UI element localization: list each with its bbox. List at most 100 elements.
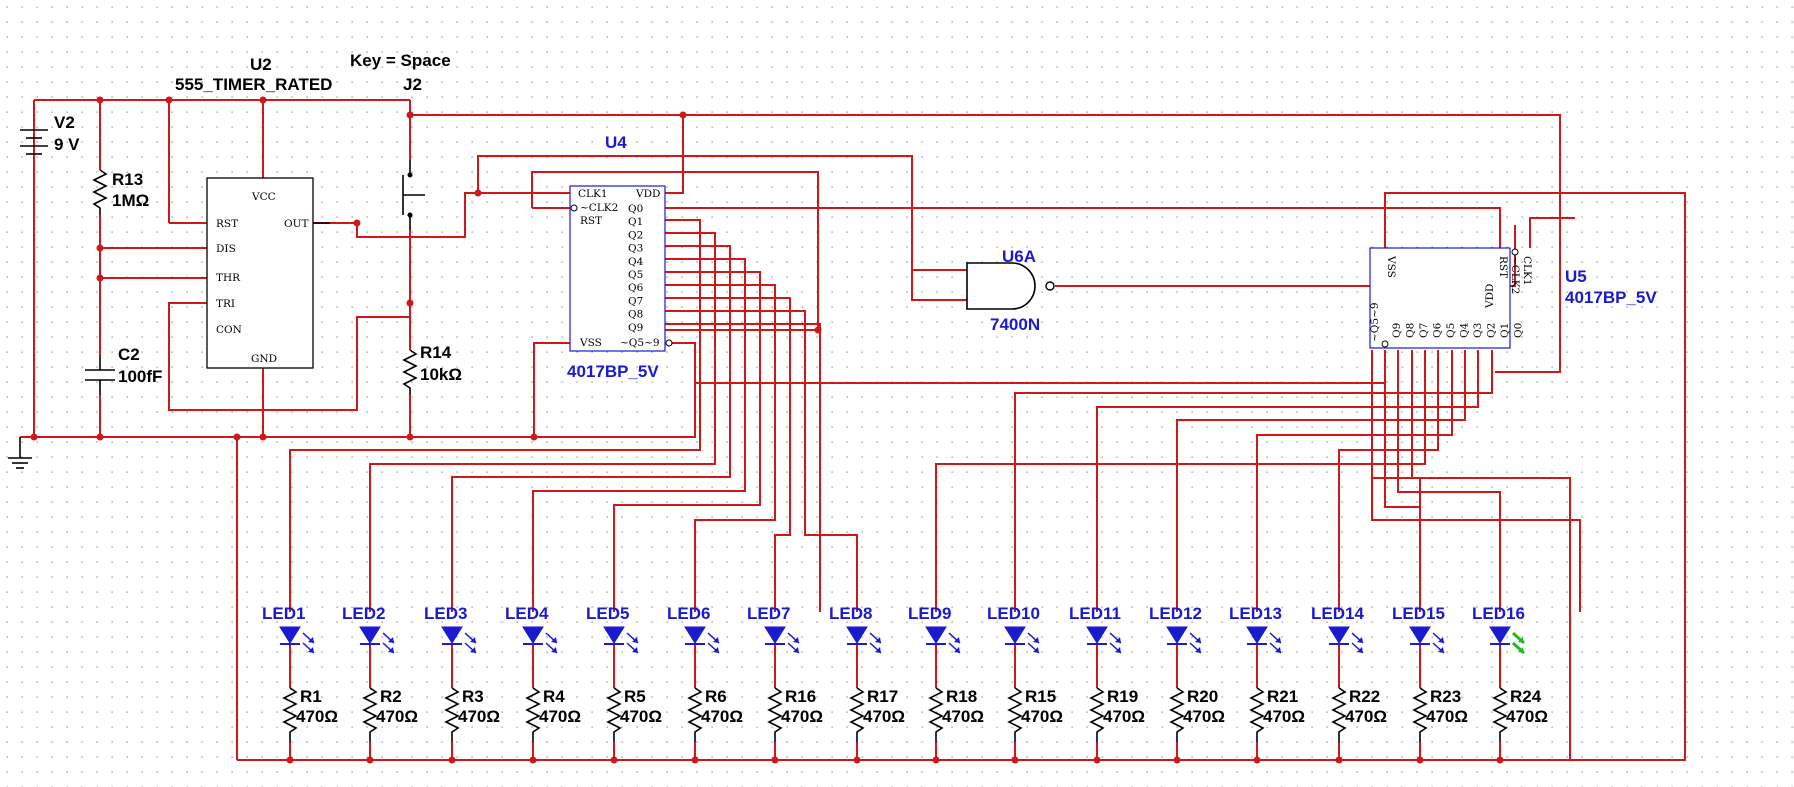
resistor-label: R23 [1430,687,1461,706]
resistor-label: R20 [1187,687,1218,706]
u5-pin-q2: Q2 [1486,323,1498,338]
pushbutton-j2[interactable]: Key = Space J2 [350,51,451,230]
timer-555-u2[interactable]: U2 555_TIMER_RATED VCC RST OUT DIS THR T… [175,55,332,369]
resistor-r14[interactable]: R14 10kΩ [402,343,462,395]
resistor-value: 470Ω [701,707,743,726]
resistor-value: 470Ω [863,707,905,726]
u5-pin-vss: VSS [1385,255,1397,278]
u5-pin-q1: Q1 [1499,323,1511,338]
resistor-value: 470Ω [539,707,581,726]
led-1[interactable]: LED1 [262,604,315,654]
led-14[interactable]: LED14 [1311,604,1364,654]
nand-gate-u6a[interactable]: U6A 7400N [966,247,1055,334]
led-11[interactable]: LED11 [1069,604,1122,654]
gate-ref: U6A [1002,247,1036,266]
resistor-label: R17 [867,687,898,706]
pin-rst: RST [216,218,238,230]
resistor-label: R2 [380,687,402,706]
led-label: LED11 [1069,604,1121,623]
resistor-label: R6 [705,687,727,706]
pin-out: OUT [284,218,308,230]
switch-key: Key = Space [350,51,451,70]
u5-pin-q6: Q6 [1432,322,1444,338]
u4-pin-q2: Q2 [628,229,643,241]
u4-pin-clk2: ~CLK2 [580,202,618,214]
u5-pin-q0: Q0 [1513,323,1525,338]
led-label: LED7 [747,604,790,623]
wires [20,99,1686,761]
led-15[interactable]: LED15 [1392,604,1445,654]
led-2[interactable]: LED2 [342,604,395,654]
battery-ref: V2 [54,113,75,132]
r13-value: 1MΩ [112,191,149,210]
led-label: LED8 [829,604,872,623]
resistor-label: R1 [300,687,322,706]
u5-pin-q8: Q8 [1405,323,1417,338]
u5-pin-q3: Q3 [1472,323,1484,338]
resistor-value: 470Ω [942,707,984,726]
led-16[interactable]: LED16 [1472,604,1526,655]
u5-pin-q7: Q7 [1418,323,1430,338]
led-5[interactable]: LED5 [586,604,639,654]
led-label: LED2 [342,604,385,623]
led-label: LED5 [586,604,629,623]
pin-con: CON [216,324,242,336]
resistor-label: R4 [543,687,565,706]
led-4[interactable]: LED4 [505,604,558,654]
led-8[interactable]: LED8 [829,604,882,654]
led-10[interactable]: LED10 [987,604,1040,654]
u5-pin-q9: Q9 [1391,323,1403,338]
resistor-value: 470Ω [1345,707,1387,726]
resistor-value: 470Ω [1426,707,1468,726]
u5-pin-q4: Q4 [1459,322,1471,338]
led-6[interactable]: LED6 [667,604,720,654]
u4-pin-clk1: CLK1 [578,188,608,200]
pin-dis: DIS [216,243,236,255]
led-7[interactable]: LED7 [747,604,800,654]
resistor-value: 470Ω [1183,707,1225,726]
u4-pin-vdd: VDD [635,188,660,200]
led-12[interactable]: LED12 [1149,604,1202,654]
u5-pin-q59: ~Q5~9 [1369,302,1381,342]
pin-gnd: GND [251,353,277,365]
led-3[interactable]: LED3 [424,604,477,654]
led-label: LED1 [262,604,305,623]
resistor-r13[interactable]: R13 1MΩ [92,169,149,215]
led-13[interactable]: LED13 [1229,604,1282,654]
resistor-label: R16 [785,687,816,706]
resistor-label: R19 [1107,687,1138,706]
battery-v2[interactable]: V2 9 V [20,113,80,155]
u4-pin-q4: Q4 [628,256,644,268]
led-label: LED6 [667,604,710,623]
resistor-label: R24 [1510,687,1542,706]
counter-u4[interactable]: U4 CLK1 ~CLK2 RST VDD VSS ~Q5~9 Q0Q1Q2Q3… [567,133,673,381]
resistor-value: 470Ω [376,707,418,726]
capacitor-c2[interactable]: C2 100fF [85,345,162,395]
battery-value: 9 V [54,135,80,154]
u5-model: 4017BP_5V [1565,288,1657,307]
led-label: LED9 [908,604,951,623]
resistor-value: 470Ω [1103,707,1145,726]
led-9[interactable]: LED9 [908,604,961,654]
resistor-label: R15 [1025,687,1056,706]
led-label: LED12 [1149,604,1202,623]
led-label: LED15 [1392,604,1445,623]
led-label: LED4 [505,604,549,623]
